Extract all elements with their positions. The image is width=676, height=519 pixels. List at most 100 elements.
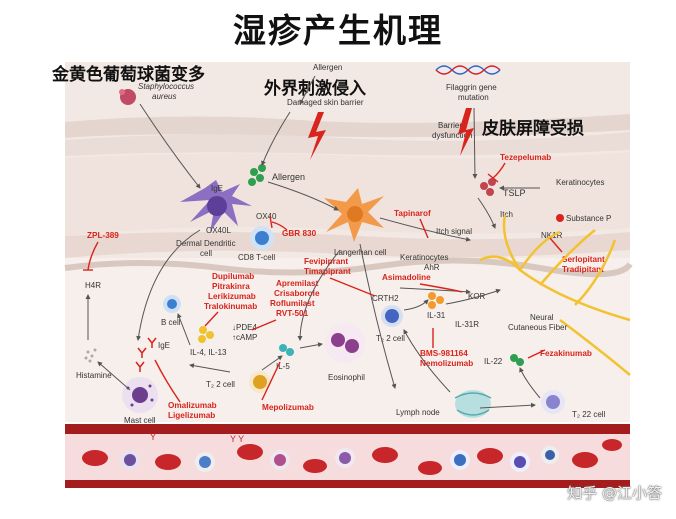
tslp-label: TSLP [503,188,526,198]
drug-rvt501: RVT-501 [276,309,309,318]
keratinocytes-label: Keratinocytes [556,178,604,187]
th2-cell-right-label: T₂ 2 cell [376,334,405,343]
ddc-label-2: cell [200,249,212,258]
th2-cell-low-label: T₂ 2 cell [206,380,235,389]
ox40-label: OX40 [256,212,277,221]
filaggrin-label-1: Filaggrin gene [446,83,497,92]
mast-cell-label: Mast cell [124,416,156,425]
watermark: 知乎 @江小答 [567,484,662,502]
drug-zpl389: ZPL-389 [87,231,119,240]
keratinocytes2-label: Keratinocytes [400,253,448,262]
staph-label-2: aureus [152,92,176,101]
drug-asimadoline: Asimadoline [382,273,431,282]
drug-lerikizumab: Lerikizumab [208,292,256,301]
drug-pitrakinra: Pitrakinra [212,282,250,291]
staphylococcus-icon [119,89,136,105]
histamine-label: Histamine [76,371,112,380]
cd8-label: CD8 T-cell [238,253,275,262]
lightning-icon-left [308,112,326,160]
drug-gbr830: GBR 830 [282,229,317,238]
drug-roflumilast: Roflumilast [270,299,315,308]
th2-cell-right-icon [381,305,403,327]
th22-label: T₂ 22 cell [572,410,606,419]
stimulus-callout: 外界刺激侵入 [264,78,366,99]
ige-antibody-icon [135,337,157,372]
ige-label: IgE [158,341,170,350]
drug-ligelizumab: Ligelizumab [168,411,215,420]
th2-cell-low-icon [249,371,271,393]
vessel-immune-cells: Y Y Y [120,432,559,472]
tslp-molecule-icon [480,178,496,196]
drug-tezepelumab: Tezepelumab [500,153,551,162]
il4-label: IL-4, IL-13 [190,348,227,357]
langerhans-cell-icon [324,188,384,242]
lightning-icon-right [458,108,474,156]
ahr-label: AhR [424,263,440,272]
substance-p-label: Substance P [566,214,611,223]
stratum-corneum [65,114,630,156]
dermal-dendritic-cell-icon [180,180,252,232]
bcell-icon [163,295,181,313]
staph-label-1: Staphylococcus [138,82,194,91]
lymph-node-icon [454,390,492,418]
drug-bms981164: BMS-981164 [420,349,468,358]
drug-apremilast: Apremilast [276,279,319,288]
bcell-label: B cell [161,318,181,327]
allergen-label: Allergen [272,172,305,182]
drug-serlopitant: Serlopitant [562,255,605,264]
allergen-top-label: Allergen [313,63,342,72]
langerhans-label: Langerhan cell [334,248,387,257]
barrier-damage-callout: 皮肤屏障受损 [482,118,584,139]
red-blood-cells [82,439,622,475]
lymph-node-label: Lymph node [396,408,440,417]
camp-label: ↑cAMP [232,333,257,342]
il22-molecule-icon [510,354,524,366]
il22-label: IL-22 [484,357,503,366]
pde4-label: ↓PDE4 [232,323,257,332]
il5-molecule-icon [279,344,294,356]
drug-timapiprant: Timapiprant [304,267,351,276]
drug-fezakinumab: Fezakinumab [540,349,592,358]
drug-tralokinumab: Tralokinumab [204,302,257,311]
il31-label: IL-31 [427,311,446,320]
histamine-icon [84,348,97,363]
svg-text:Y: Y [150,432,156,442]
neural-label-1: Neural [530,313,554,322]
substance-p-icon [556,214,564,222]
barrier-dysfunction-label-2: dysfunction [432,131,472,140]
drug-fevipiprant: Fevipiprant [304,257,348,266]
allergen-cluster-icon [248,164,266,186]
drug-nemolizumab: Nemolizumab [420,359,473,368]
barrier-dysfunction-label-1: Barrier [438,121,462,130]
drug-tapinarof: Tapinarof [394,209,431,218]
il4-molecule-icon [198,326,214,343]
drug-crisaborole: Crisaborole [274,289,320,298]
ige-top-label: IgE [211,184,223,193]
eosinophil-icon [325,323,365,363]
th22-cell-icon [541,390,565,414]
drug-mepolizumab: Mepolizumab [262,403,314,412]
mast-cell-icon [122,377,158,413]
il31-molecule-icon [428,292,444,309]
page-title: 湿疹产生机理 [233,11,443,50]
cd8-tcell-icon [250,226,274,250]
inhibition-markers [83,162,563,403]
il31r-label: IL-31R [455,320,479,329]
neural-label-2: Cutaneous Fiber [508,323,567,332]
ddc-label-1: Dermal Dendritic [176,239,236,248]
itch-label: Itch [500,210,513,219]
pathway-arrows [85,75,541,409]
il5-label: IL-5 [276,362,290,371]
drug-tradipitant: Tradipitant [562,265,604,274]
neural-fiber-icon [479,214,631,376]
kor-label: KOR [468,292,486,301]
drug-omalizumab: Omalizumab [168,401,217,410]
h4r-label: H4R [85,281,101,290]
dna-icon [435,65,502,75]
damaged-barrier-label: Damaged skin barrier [287,98,364,107]
svg-text:Y Y: Y Y [230,434,244,444]
staph-callout: 金黄色葡萄球菌变多 [51,64,205,85]
filaggrin-label-2: mutation [458,93,489,102]
itch-signal-label: Itch signal [436,227,472,236]
